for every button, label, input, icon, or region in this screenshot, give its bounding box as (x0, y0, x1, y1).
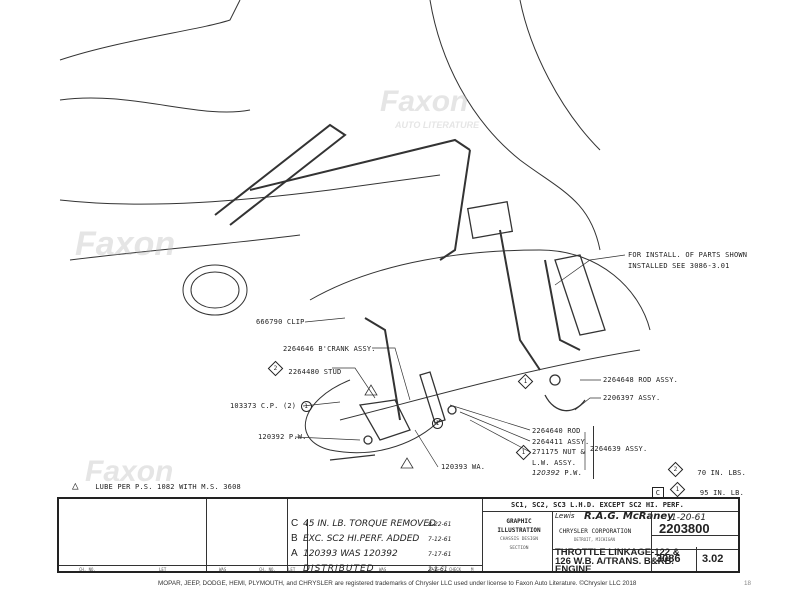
torque-diamond-icon: 1 (515, 444, 532, 461)
col-header-m: M (471, 567, 474, 572)
section-number: 3086 (656, 553, 681, 565)
install-note-line-2: INSTALLED SEE 3086-3.01 (628, 262, 730, 270)
torque-diamond-icon: 2 (267, 360, 284, 377)
callout-rod-assy-marker: 1 (517, 373, 534, 390)
trademark-footer: MOPAR, JEEP, DODGE, HEMI, PLYMOUTH, and … (158, 580, 637, 587)
handwritten-part-number: 120392 (532, 469, 560, 477)
note-circle-icon: 1 (300, 401, 312, 412)
callout-pw-right-text: P.W. (564, 469, 583, 477)
col-header-date-2: DATE (429, 567, 439, 572)
col-header-let-2: LET (288, 567, 296, 572)
title-block: SC1, SC2, SC3 L.H.D. EXCEPT SC2 HI. PERF… (57, 497, 740, 575)
watermark-logo: Faxon (75, 225, 176, 263)
sign-date: 1-20-61 (671, 513, 707, 523)
approval-signature: R.A.G. McRaney (584, 511, 674, 522)
drawing-title: THROTTLE LINKAGE-122 & 126 W.B. A/TRANS.… (555, 547, 680, 575)
watermark-logo: Faxon (85, 455, 174, 488)
install-note: FOR INSTALL. OF PARTS SHOWN INSTALLED SE… (628, 250, 747, 272)
dept-line-2: ILLUSTRATION (497, 527, 541, 534)
air-cleaner-outline (182, 264, 248, 316)
callout-assy-2264411: 2264411 ASSY. (532, 437, 590, 446)
note-circle-icon: 1 (432, 418, 443, 429)
page-number: 18 (744, 580, 752, 587)
dept-line-1: GRAPHIC (506, 518, 532, 525)
callout-nut: 271175 NUT & (532, 448, 585, 456)
col-header-check: CHECK (449, 567, 462, 572)
dept-line-3: CHASSIS DESIGN (500, 537, 538, 542)
callout-cp: 103373 C.P. (2) 1 (230, 401, 312, 412)
callout-pw-left: 120392 P.W. (258, 433, 307, 441)
lube-note: △ LUBE PER P.S. 1082 WITH M.S. 3608 (72, 479, 241, 492)
col-header-ch-no-2: CH. NO. (259, 567, 276, 572)
torque-text: 95 IN. LB. (699, 489, 744, 497)
throttle-rods (214, 123, 581, 421)
drawing-title-line-1: THROTTLE LINKAGE-122 & (555, 547, 680, 558)
callout-nut-2: L.W. ASSY. (532, 458, 577, 467)
col-header-was: WAS (219, 567, 227, 572)
callout-stud-text: 2264480 STUD (288, 368, 342, 376)
callout-cp-text: 103373 C.P. (2) (230, 402, 297, 410)
drawing-title-line-2: 126 W.B. A/TRANS. B&RB. (555, 555, 674, 567)
callout-group: 2264640 ROD 2264411 ASSY. 271175 NUT & L… (532, 426, 595, 479)
drawing-number: 2203800 (659, 521, 710, 536)
company-city: DETROIT, MICHIGAN (574, 537, 615, 542)
callout-2264639: 2264639 ASSY. (590, 445, 648, 453)
linkage-parts (329, 201, 606, 461)
callout-pw-right: 120392 P.W. (532, 468, 589, 479)
col-header-ch-no: CH. NO. (79, 567, 96, 572)
callout-wa-marker: 1 (432, 418, 443, 429)
torque-diamond-icon: 1 (517, 373, 534, 390)
sheet-number: 3.02 (702, 553, 724, 565)
torque-text: 70 IN. LBS. (697, 469, 746, 477)
watermark-subtitle: AUTO LITERATURE (395, 120, 480, 130)
callout-nut-marker: 1 (515, 444, 532, 461)
drawing-title-line-3: ENGINE (555, 564, 592, 575)
callout-2206397: 2206397 ASSY. (603, 394, 661, 402)
install-note-line-1: FOR INSTALL. OF PARTS SHOWN (628, 251, 748, 259)
callout-stud: 2 2264480 STUD (267, 360, 342, 377)
department-block: GRAPHIC ILLUSTRATION CHASSIS DESIGN SECT… (489, 517, 549, 553)
callout-rod-assy: 2264648 ROD ASSY. (603, 376, 679, 384)
torque-legend-70: 2 70 IN. LBS. (667, 461, 746, 478)
drawn-by: Lewis (555, 512, 575, 520)
leader-lines (294, 254, 626, 470)
callout-clip: 666790 CLIP (256, 318, 305, 326)
lube-note-text: LUBE PER P.S. 1082 WITH M.S. 3608 (95, 483, 241, 491)
applicability-note: SC1, SC2, SC3 L.H.D. EXCEPT SC2 HI. PERF… (511, 501, 684, 509)
watermark-logo: Faxon (380, 85, 469, 118)
torque-diamond-icon: 1 (670, 481, 686, 498)
col-header-let: LET (159, 567, 167, 572)
callout-rod-2264640: 2264640 ROD (532, 427, 581, 435)
torque-diamond-icon: 2 (667, 461, 684, 478)
vehicle-body-outline (59, 0, 651, 454)
callout-bcrank: 2264646 B'CRANK ASSY. (283, 345, 376, 353)
dept-line-4: SECTION (509, 546, 529, 551)
callout-wa: 120393 WA. (441, 463, 486, 471)
lube-markers (364, 384, 414, 469)
company-name: CHRYSLER CORPORATION (559, 528, 632, 535)
lube-triangle-icon: △ (72, 479, 79, 492)
col-header-was-2: WAS (379, 567, 387, 572)
